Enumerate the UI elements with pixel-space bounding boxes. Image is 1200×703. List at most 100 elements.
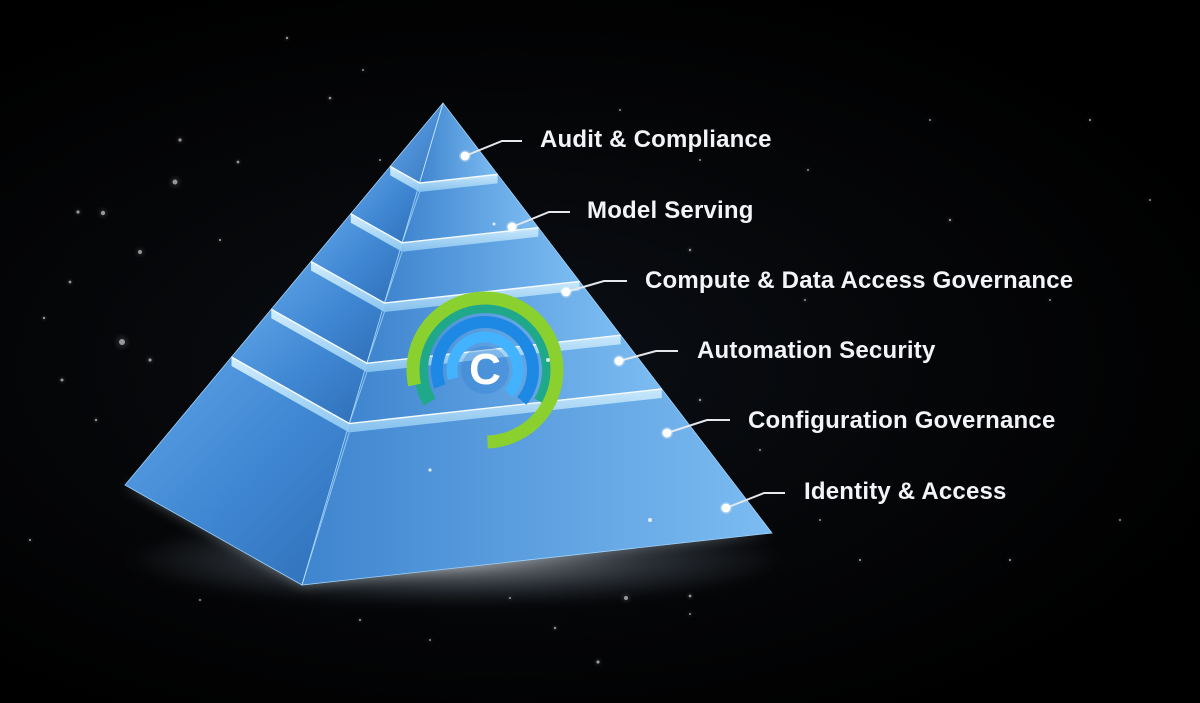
star (619, 109, 621, 111)
connector-4 (661, 419, 730, 439)
layer-label-automation-security: Automation Security (697, 337, 936, 364)
pyramid-sparkle (492, 222, 496, 226)
connector-line (565, 280, 627, 293)
layer-label-audit-compliance: Audit & Compliance (540, 126, 772, 153)
pyramid-tier-ledge-left (231, 357, 350, 433)
layer-label-identity-access: Identity & Access (804, 478, 1007, 505)
star (119, 339, 125, 345)
star (688, 248, 692, 252)
star (362, 69, 364, 71)
pyramid-tier-edge-highlight (389, 165, 498, 184)
connector-dot (561, 287, 571, 297)
logo-letter: C (469, 345, 501, 394)
star (199, 599, 201, 601)
pyramid-sparkle (546, 358, 550, 362)
star (819, 519, 821, 521)
star (688, 594, 692, 598)
pyramid-tier-ledge-right (419, 174, 498, 193)
connector-line (464, 140, 522, 157)
star (60, 378, 64, 382)
star (804, 299, 806, 301)
star (28, 538, 32, 542)
star (178, 138, 182, 142)
star (100, 210, 106, 216)
pyramid-tier (350, 165, 540, 244)
star (1119, 519, 1121, 521)
star (553, 626, 557, 630)
pyramid-tier-edge-highlight (350, 213, 539, 244)
pyramid-sparkle (648, 518, 652, 522)
star (596, 660, 600, 664)
star (1149, 199, 1151, 201)
pyramid-front-edge (348, 372, 368, 424)
pyramid-tier (124, 356, 773, 586)
star (379, 159, 381, 161)
star (759, 449, 761, 451)
star (929, 119, 931, 121)
star (699, 159, 701, 161)
logo-core (461, 346, 509, 394)
connector-1 (506, 211, 570, 233)
star (148, 358, 152, 362)
connector-line (725, 492, 785, 509)
pyramid-tier-ledge-left (271, 309, 367, 373)
pyramid-apex-sheen (390, 103, 443, 184)
pyramid-front-edge (401, 191, 421, 243)
connector-dot (662, 428, 672, 438)
star (698, 398, 702, 402)
pyramid-tier-ledge-left (390, 166, 420, 193)
star (978, 418, 982, 422)
connector-3 (613, 350, 678, 367)
connector-line (618, 350, 678, 362)
logo-ring-outer (414, 299, 556, 406)
star (94, 418, 98, 422)
star (1049, 299, 1051, 301)
star (76, 210, 80, 214)
pyramid-front-edge (384, 251, 403, 304)
logo-ring-middle (431, 316, 539, 405)
pyramid-tier-ledge-left (350, 213, 403, 252)
star (328, 96, 332, 100)
connector-dot (721, 503, 731, 513)
pyramid-tier (310, 213, 581, 304)
star (878, 348, 882, 352)
star (429, 639, 431, 641)
connector-dot (614, 356, 624, 366)
pyramid-front-edge (419, 102, 444, 184)
star (1088, 118, 1092, 122)
connector-line (511, 211, 570, 228)
star (689, 613, 691, 615)
pyramid-tier-edge-highlight (310, 260, 580, 304)
pyramid-front-edge (366, 311, 385, 364)
pyramid-sparkle (428, 468, 432, 472)
pyramid-tier-edge-highlight (231, 356, 662, 425)
connector-dot (507, 222, 517, 232)
pyramid-tier-ledge-right (402, 227, 539, 252)
star (68, 280, 72, 284)
star (285, 36, 289, 40)
star (1008, 558, 1012, 562)
connector-5 (720, 492, 785, 514)
star (236, 160, 240, 164)
connector-line (666, 419, 730, 434)
star (138, 250, 142, 254)
pyramid-tier-edge-highlight (270, 308, 621, 365)
star (172, 179, 178, 185)
star (858, 558, 862, 562)
star (358, 618, 362, 622)
connector-0 (459, 140, 522, 162)
star (218, 238, 222, 242)
pyramid-front-edge (301, 432, 350, 586)
connector-2 (560, 280, 627, 298)
layer-label-model-serving: Model Serving (587, 197, 754, 224)
star (807, 169, 809, 171)
layer-label-configuration-governance: Configuration Governance (748, 407, 1056, 434)
logo-ring-green (406, 291, 564, 449)
star (948, 218, 952, 222)
layer-label-compute-data-access: Compute & Data Access Governance (645, 267, 1074, 294)
logo-ring-inner (446, 331, 524, 398)
pyramid-tier-ledge-right (349, 388, 662, 433)
connector-dot (460, 151, 470, 161)
